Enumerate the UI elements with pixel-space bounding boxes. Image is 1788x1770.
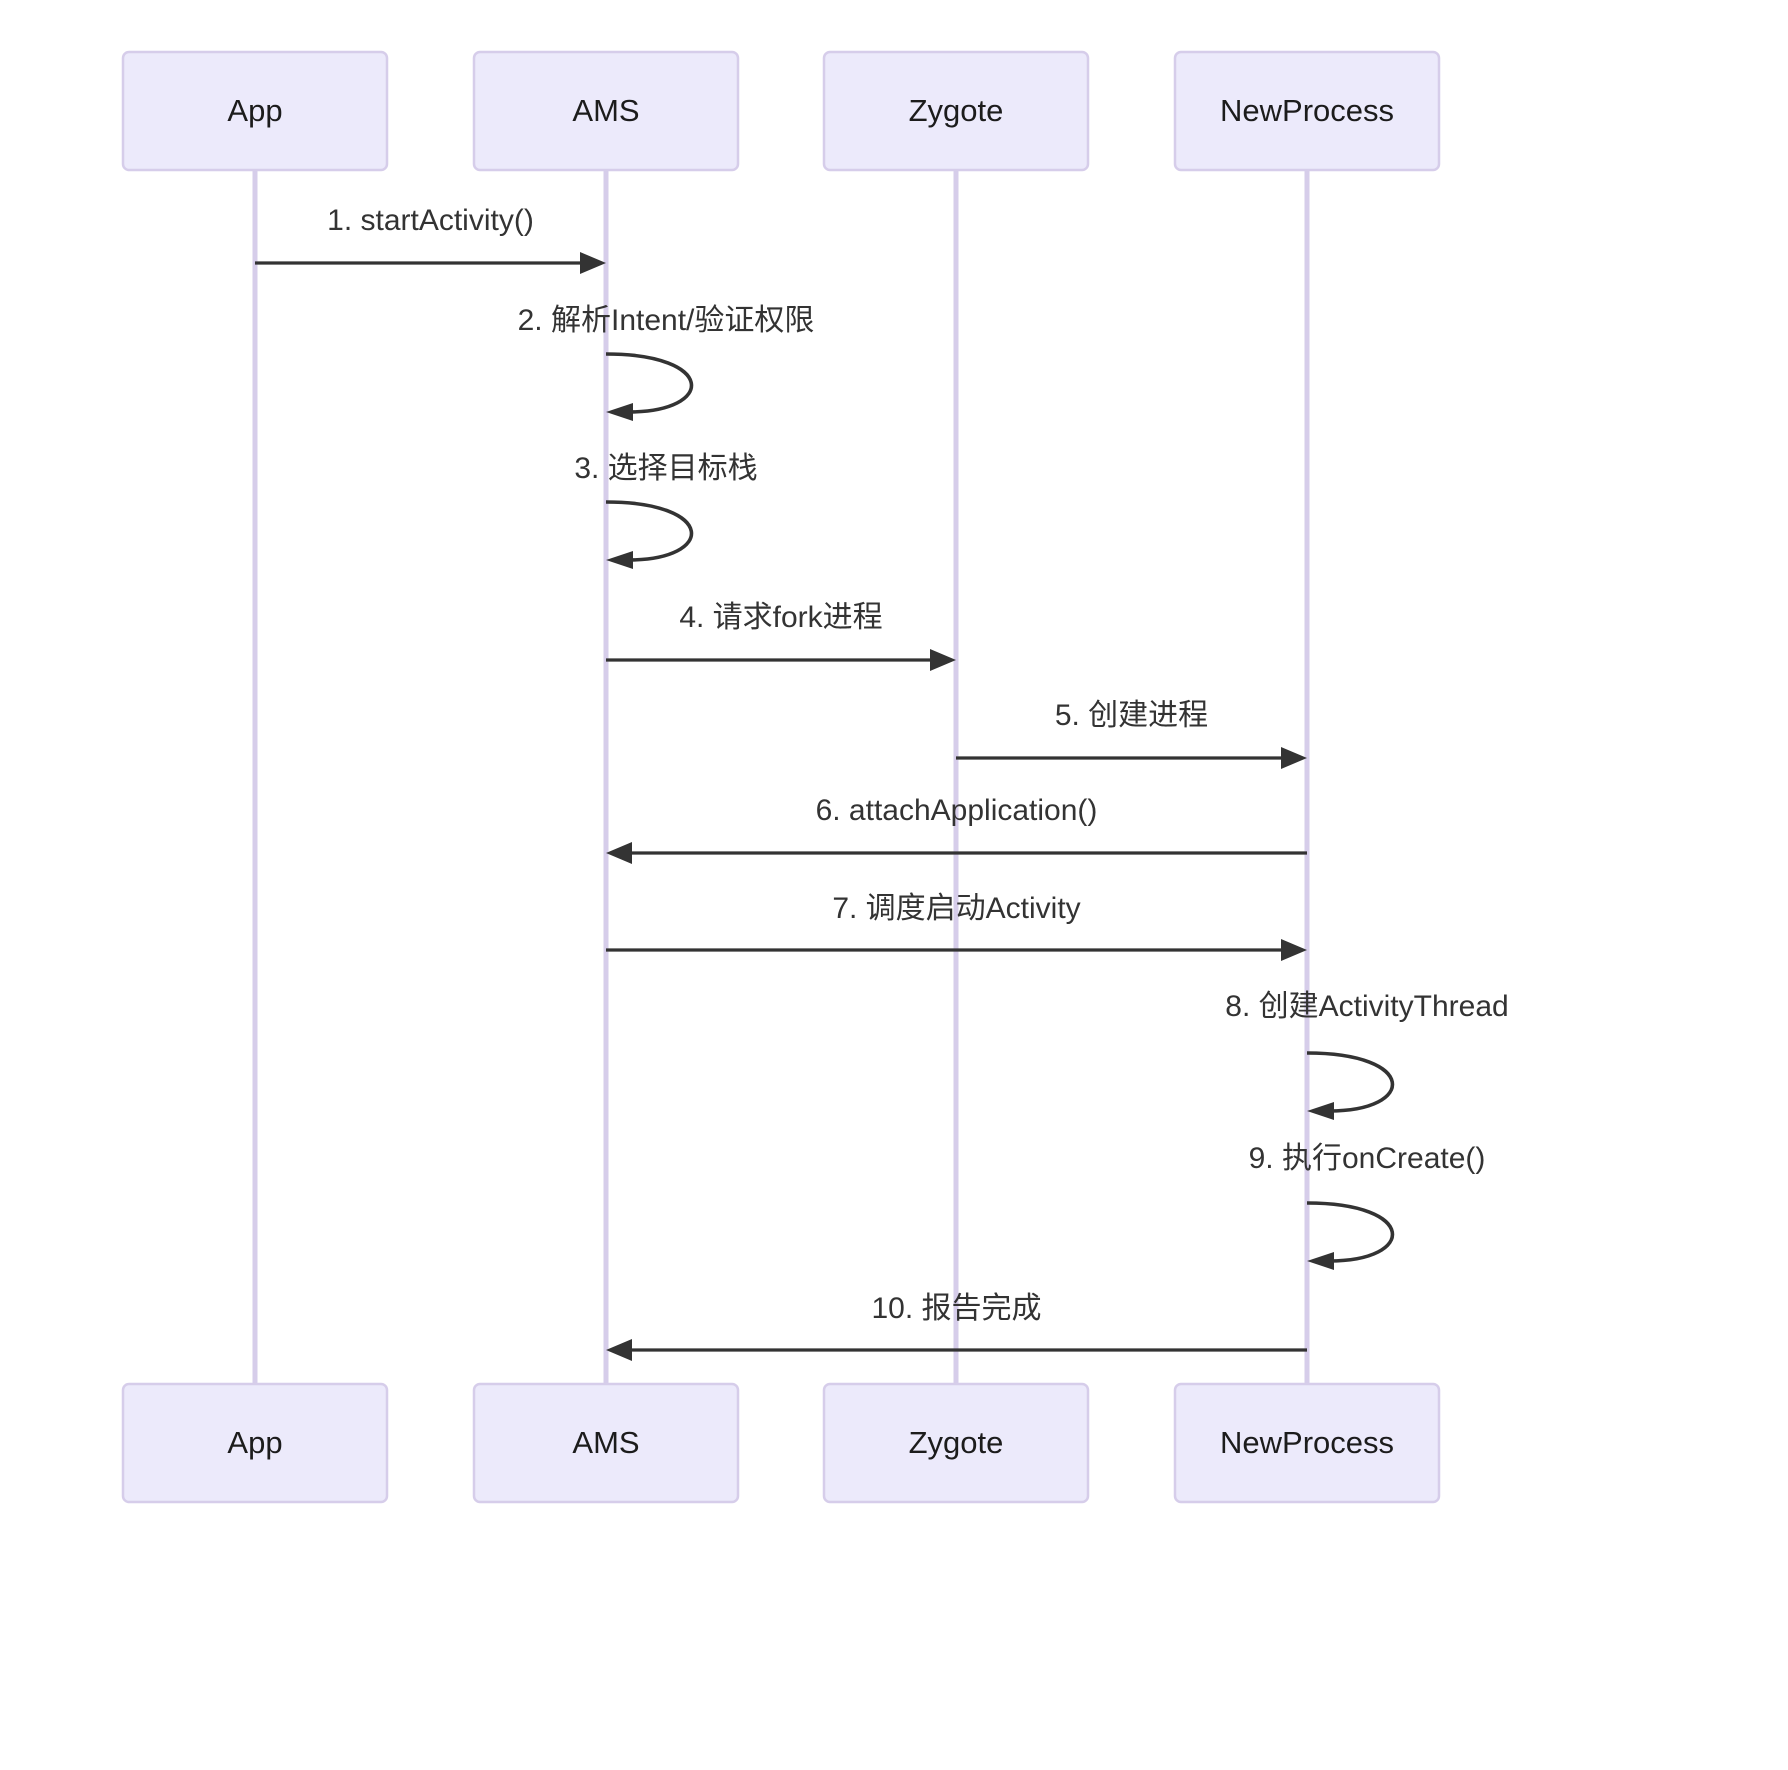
participant-box[interactable] xyxy=(472,50,740,172)
message-9: 9. 执行onCreate() xyxy=(1249,1142,1486,1270)
participant-label: App xyxy=(227,93,282,128)
participant-newprocess-top[interactable]: NewProcess xyxy=(1173,50,1441,172)
participant-box[interactable] xyxy=(822,1382,1090,1504)
self-message-arc xyxy=(1306,1201,1395,1263)
message-label: 4. 请求fork进程 xyxy=(679,601,882,634)
participant-label: Zygote xyxy=(909,1425,1004,1460)
self-message-arc xyxy=(605,352,694,414)
message-label: 7. 调度启动Activity xyxy=(832,892,1080,925)
message-2: 2. 解析Intent/验证权限 xyxy=(518,304,815,421)
participant-label: Zygote xyxy=(909,93,1004,128)
participant-label: AMS xyxy=(572,93,639,128)
arrowhead-right-icon xyxy=(1281,939,1307,961)
arrowhead-left-icon xyxy=(606,403,633,421)
arrowhead-left-icon xyxy=(606,842,632,864)
message-4: 4. 请求fork进程 xyxy=(606,601,956,671)
message-7: 7. 调度启动Activity xyxy=(606,892,1307,961)
actors-bottom-group: App AMS Zygote NewProcess xyxy=(121,1382,1441,1504)
participant-app-bottom[interactable]: App xyxy=(121,1382,389,1504)
message-label: 3. 选择目标栈 xyxy=(574,452,757,485)
message-label: 2. 解析Intent/验证权限 xyxy=(518,304,815,337)
participant-box[interactable] xyxy=(472,1382,740,1504)
participant-label: NewProcess xyxy=(1220,93,1394,128)
participant-label: AMS xyxy=(572,1425,639,1460)
self-message-arc xyxy=(1306,1051,1395,1113)
participant-label: NewProcess xyxy=(1220,1425,1394,1460)
participant-ams-top[interactable]: AMS xyxy=(472,50,740,172)
message-label: 10. 报告完成 xyxy=(871,1292,1041,1325)
lifelines-group xyxy=(252,170,1310,1384)
actors-top-group: App AMS Zygote NewProcess xyxy=(121,50,1441,172)
message-6: 6. attachApplication() xyxy=(606,794,1307,864)
participant-newprocess-bottom[interactable]: NewProcess xyxy=(1173,1382,1441,1504)
message-label: 1. startActivity() xyxy=(327,204,534,237)
arrowhead-left-icon xyxy=(606,1339,632,1361)
participant-box[interactable] xyxy=(1173,1382,1441,1504)
participant-zygote-top[interactable]: Zygote xyxy=(822,50,1090,172)
participant-app-top[interactable]: App xyxy=(121,50,389,172)
messages-group: 1. startActivity() 2. 解析Intent/验证权限 3. 选择目… xyxy=(255,204,1509,1361)
participant-box[interactable] xyxy=(1173,50,1441,172)
arrowhead-left-icon xyxy=(606,551,633,569)
participant-ams-bottom[interactable]: AMS xyxy=(472,1382,740,1504)
arrowhead-right-icon xyxy=(930,649,956,671)
self-message-arc xyxy=(605,500,694,562)
participant-zygote-bottom[interactable]: Zygote xyxy=(822,1382,1090,1504)
arrowhead-right-icon xyxy=(1281,747,1307,769)
message-label: 5. 创建进程 xyxy=(1055,699,1208,732)
arrowhead-left-icon xyxy=(1307,1102,1334,1120)
message-3: 3. 选择目标栈 xyxy=(574,452,758,569)
arrowhead-left-icon xyxy=(1307,1252,1334,1270)
participant-box[interactable] xyxy=(822,50,1090,172)
participant-box[interactable] xyxy=(121,1382,389,1504)
arrowhead-right-icon xyxy=(580,252,606,274)
message-label: 9. 执行onCreate() xyxy=(1249,1142,1486,1175)
message-8: 8. 创建ActivityThread xyxy=(1225,990,1509,1120)
message-label: 6. attachApplication() xyxy=(816,794,1098,827)
message-5: 5. 创建进程 xyxy=(956,699,1307,769)
participant-label: App xyxy=(227,1425,282,1460)
message-label: 8. 创建ActivityThread xyxy=(1225,990,1508,1023)
message-1: 1. startActivity() xyxy=(255,204,606,274)
message-10: 10. 报告完成 xyxy=(606,1292,1307,1361)
participant-box[interactable] xyxy=(121,50,389,172)
